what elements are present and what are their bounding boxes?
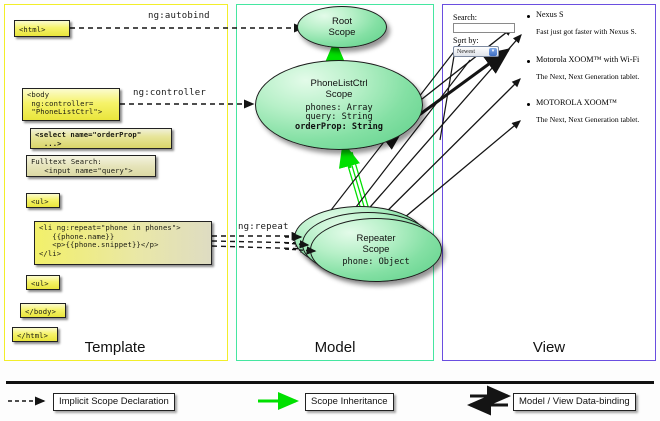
legend-scope-inheritance: Scope Inheritance (305, 393, 394, 411)
code-li-repeat: <li ng:repeat="phone in phones"> {{phone… (34, 221, 212, 265)
phonelistctrl-scope-title-1: PhoneListCtrl (310, 77, 368, 89)
code-body-close: </body> (20, 303, 66, 318)
panel-view-label: View (532, 339, 566, 356)
list-bullet (527, 60, 530, 63)
panel-template: Template (4, 4, 228, 361)
phonelistctrl-member-query: query: String (305, 112, 373, 123)
legend-implicit-scope-declaration: Implicit Scope Declaration (53, 393, 175, 411)
repeater-scope: Repeater Scope phone: Object (310, 218, 442, 282)
phonelistctrl-member-orderprop: orderProp: String (295, 121, 383, 132)
code-select-tag: <select name="orderProp" ...> (30, 128, 172, 149)
repeater-scope-title-2: Scope (362, 243, 390, 255)
search-input[interactable] (453, 23, 515, 33)
search-label: Search: (453, 13, 477, 22)
repeater-scope-title-1: Repeater (356, 232, 396, 244)
list-bullet (527, 103, 530, 106)
code-html-close: </html> (12, 327, 58, 342)
root-scope-title-1: Root (331, 16, 353, 27)
phone-snippet: The Next, Next Generation tablet. (536, 72, 640, 81)
root-scope-title-2: Scope (328, 27, 356, 38)
legend-divider (6, 381, 654, 384)
legend-model-view-data-binding: Model / View Data-binding (513, 393, 636, 411)
phone-name: Nexus S (536, 10, 564, 19)
panel-template-label: Template (84, 339, 146, 356)
phone-snippet: Fast just got faster with Nexus S. (536, 27, 637, 36)
phone-snippet: The Next, Next Generation tablet. (536, 115, 640, 124)
repeater-member-phone: phone: Object (342, 256, 410, 267)
code-html-open: <html> (14, 20, 70, 37)
code-ul-open: <ul> (26, 193, 60, 208)
phonelistctrl-scope-title-2: Scope (325, 88, 353, 100)
label-ng-repeat: ng:repeat (238, 222, 289, 232)
panel-model-label: Model (314, 339, 356, 356)
phone-name: MOTOROLA XOOM™ (536, 98, 617, 107)
phone-name: Motorola XOOM™ with Wi-Fi (536, 55, 640, 64)
code-fulltext-search: Fulltext Search: <input name="query"> (26, 155, 156, 177)
label-ng-controller: ng:controller (133, 88, 207, 98)
list-bullet (527, 15, 530, 18)
code-body-open: <body ng:controller= "PhoneListCtrl"> (22, 88, 120, 121)
code-ul-close: <ul> (26, 275, 60, 290)
phonelistctrl-member-phones: phones: Array (305, 102, 373, 113)
sort-label: Sort by: (453, 36, 479, 45)
label-ng-autobind: ng:autobind (148, 11, 210, 21)
